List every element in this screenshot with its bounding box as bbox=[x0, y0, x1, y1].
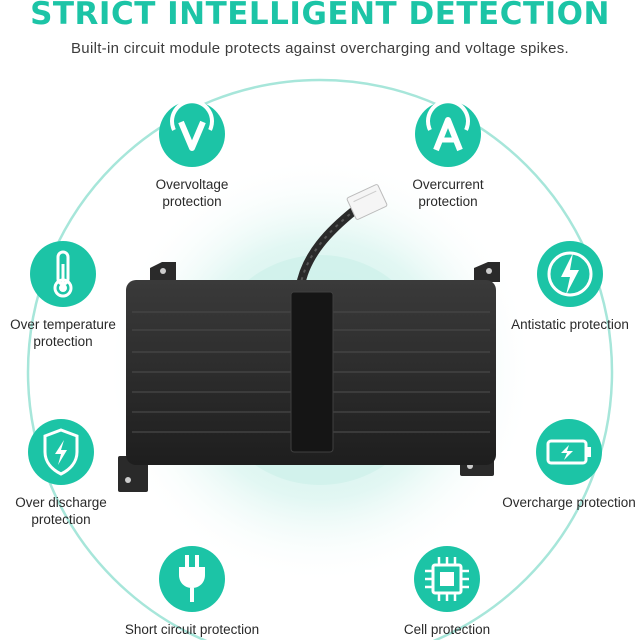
battery-center-strip bbox=[290, 291, 334, 453]
feature-short-circuit: Short circuit protection bbox=[97, 545, 287, 638]
lightning-icon bbox=[537, 241, 603, 307]
feature-overcurrent: Overcurrent protection bbox=[353, 100, 543, 210]
feature-label: Short circuit protection bbox=[124, 622, 260, 637]
feature-label: Over temperature protection bbox=[10, 317, 116, 349]
battery-cable bbox=[295, 184, 388, 293]
feature-label: Cell protection bbox=[403, 622, 491, 637]
plug-icon bbox=[159, 546, 225, 612]
feature-over-temperature: Over temperature protection bbox=[0, 240, 158, 350]
page-title: STRICT INTELLIGENT DETECTION bbox=[30, 0, 610, 32]
overcurrent-a-icon bbox=[415, 100, 481, 167]
overvoltage-v-icon bbox=[159, 100, 225, 167]
feature-cell-protection: Cell protection bbox=[352, 545, 542, 638]
thermometer-icon bbox=[30, 241, 96, 307]
battery-charge-icon bbox=[536, 419, 602, 485]
feature-antistatic: Antistatic protection bbox=[475, 240, 640, 333]
shield-bolt-icon bbox=[28, 419, 94, 485]
chip-icon bbox=[414, 546, 480, 612]
page-subtitle: Built-in circuit module protects against… bbox=[71, 40, 569, 57]
feature-label: Antistatic protection bbox=[511, 317, 629, 332]
feature-label: Over discharge protection bbox=[15, 495, 107, 527]
feature-overcharge: Overcharge protection bbox=[474, 418, 640, 511]
feature-over-discharge: Over discharge protection bbox=[0, 418, 156, 528]
protection-ring bbox=[26, 78, 614, 640]
feature-label: Overcurrent protection bbox=[412, 177, 484, 209]
feature-label: Overvoltage protection bbox=[155, 177, 229, 209]
feature-label: Overcharge protection bbox=[502, 495, 636, 510]
feature-overvoltage: Overvoltage protection bbox=[97, 100, 287, 210]
